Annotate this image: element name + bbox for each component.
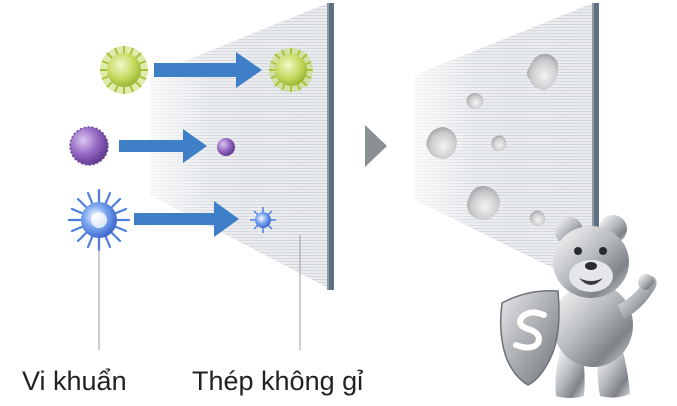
hole-4 [491,135,507,152]
green-bacteria-on-surface-icon [269,48,313,92]
arrow-row-1 [154,52,262,88]
bacteria-label: Vi khuẩn [22,366,127,396]
gray-triangle-arrow-icon [365,125,387,167]
blue-bacteria-on-surface-icon [250,207,276,233]
purple-bacteria-on-surface-icon [217,138,235,156]
steel-label: Thép không gỉ [192,366,364,396]
destroyed-bacteria-marks [426,53,559,227]
hole-1 [527,53,559,90]
hole-3 [426,127,457,159]
arrow-row-2 [119,129,207,163]
blue-spiky-bacteria-icon [67,188,131,252]
purple-round-bacteria-icon [69,126,109,166]
silver-bear-mascot-icon [553,215,657,398]
arrow-row-3 [134,201,239,237]
hole-2 [466,93,484,110]
hole-6 [529,210,546,227]
shield-s-logo-icon [499,290,560,386]
hole-5 [467,186,500,220]
green-spiky-bacteria-icon [100,46,148,94]
